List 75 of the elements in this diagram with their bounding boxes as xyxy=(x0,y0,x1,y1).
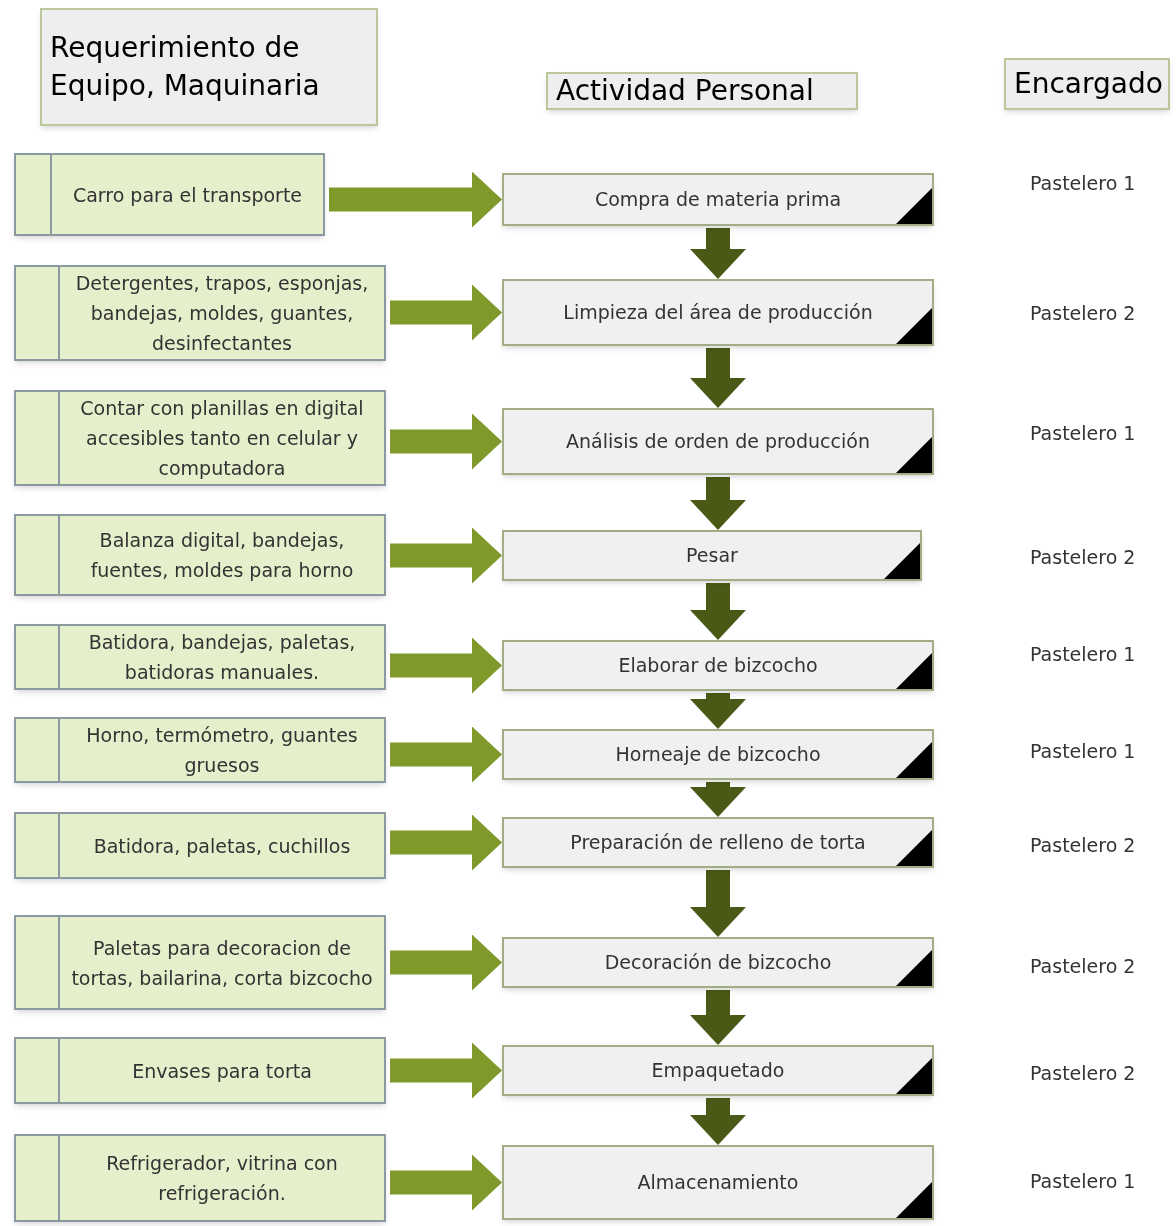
block-arrow xyxy=(390,284,502,341)
activity-box xyxy=(502,729,934,780)
step-text: Análisis de orden de producción xyxy=(566,429,870,455)
step-text: Horneaje de bizcocho xyxy=(615,742,821,768)
step-text: Horno, termómetro, guantes gruesos xyxy=(85,723,359,778)
activity-box xyxy=(502,530,922,581)
assignee-label: Pastelero 1 xyxy=(1030,739,1136,764)
block-arrow xyxy=(329,171,502,228)
assignee-label: Pastelero 2 xyxy=(1030,833,1136,858)
step-text: Elaborar de bizcocho xyxy=(618,653,818,679)
activity-box xyxy=(502,640,934,691)
step-text: Pesar xyxy=(686,543,738,569)
block-arrow xyxy=(390,726,502,783)
assignee-label: Pastelero 2 xyxy=(1030,301,1136,326)
block-arrow xyxy=(690,228,746,279)
activity-box xyxy=(502,408,934,475)
activity-box xyxy=(502,1045,934,1096)
equipment-box xyxy=(14,1037,386,1104)
step-text: Empaquetado xyxy=(651,1058,785,1084)
block-arrow xyxy=(690,782,746,817)
equipment-box xyxy=(14,624,386,690)
block-arrow xyxy=(690,990,746,1045)
equipment-box xyxy=(14,390,386,486)
assignee-label: Pastelero 2 xyxy=(1030,1061,1136,1086)
activity-box xyxy=(502,817,934,868)
block-arrow xyxy=(390,814,502,871)
block-arrow xyxy=(690,348,746,408)
assignee-label: Pastelero 2 xyxy=(1030,954,1136,979)
activity-box xyxy=(502,173,934,226)
equipment-box xyxy=(14,153,325,236)
step-text: Carro para el transporte xyxy=(71,182,304,208)
column-header xyxy=(40,8,378,126)
equipment-box xyxy=(14,265,386,361)
step-text: Batidora, paletas, cuchillos xyxy=(92,833,352,859)
assignee-label: Pastelero 1 xyxy=(1030,642,1136,667)
header-text: Encargado xyxy=(1014,66,1163,102)
step-text: Refrigerador, vitrina con refrigeración. xyxy=(105,1151,339,1206)
assignee-label: Pastelero 2 xyxy=(1030,545,1136,570)
block-arrow xyxy=(690,583,746,640)
column-header xyxy=(546,72,858,110)
equipment-box xyxy=(14,1134,386,1222)
block-arrow xyxy=(690,477,746,530)
activity-box xyxy=(502,937,934,988)
step-text: Batidora, bandejas, paletas, batidoras manuales. xyxy=(87,630,357,685)
step-text: Compra de materia prima xyxy=(594,187,842,213)
block-arrow xyxy=(390,527,502,584)
assignee-label: Pastelero 1 xyxy=(1030,421,1136,446)
header-text: Requerimiento de Equipo, Maquinaria xyxy=(50,30,321,104)
equipment-box xyxy=(14,812,386,879)
equipment-box xyxy=(14,514,386,596)
step-text: Preparación de relleno de torta xyxy=(570,830,866,856)
equipment-box xyxy=(14,717,386,783)
step-text: Contar con planillas en digital accesibles tanto en celular y computadora xyxy=(79,396,365,481)
block-arrow xyxy=(390,413,502,470)
block-arrow xyxy=(690,870,746,937)
block-arrow xyxy=(390,1154,502,1211)
step-text: Limpieza del área de producción xyxy=(563,300,873,326)
assignee-label: Pastelero 1 xyxy=(1030,1169,1136,1194)
step-text: Balanza digital, bandejas, fuentes, moldes para horno xyxy=(89,528,355,583)
step-text: Detergentes, trapos, esponjas, bandejas, moldes, guantes, desinfectantes xyxy=(74,271,370,356)
column-header xyxy=(1004,58,1170,110)
activity-box xyxy=(502,279,934,346)
step-text: Paletas para decoracion de tortas, bailarina, corta bizcocho xyxy=(70,935,374,991)
equipment-box xyxy=(14,915,386,1010)
step-text: Almacenamiento xyxy=(637,1170,799,1196)
header-text: Actividad Personal xyxy=(556,73,814,109)
assignee-label: Pastelero 1 xyxy=(1030,171,1136,196)
block-arrow xyxy=(390,637,502,694)
activity-box xyxy=(502,1145,934,1220)
block-arrow xyxy=(390,1042,502,1099)
block-arrow xyxy=(390,934,502,991)
block-arrow xyxy=(690,1098,746,1145)
step-text: Decoración de bizcocho xyxy=(604,950,832,976)
step-text: Envases para torta xyxy=(131,1058,313,1084)
block-arrow xyxy=(690,693,746,729)
